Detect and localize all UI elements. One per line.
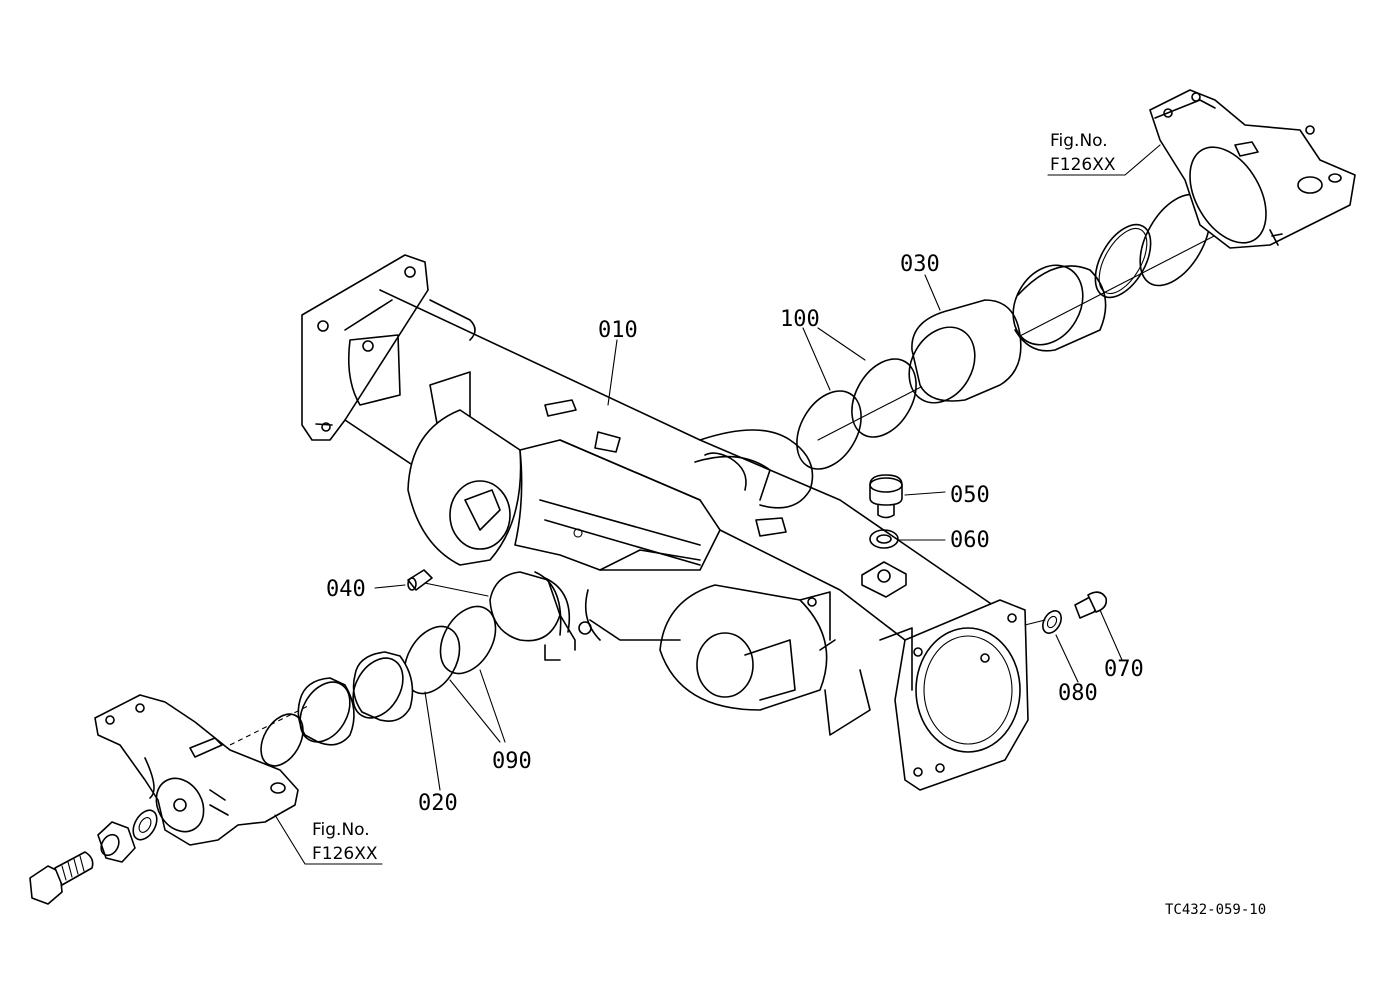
figure-ref-number: F126XX bbox=[312, 844, 378, 864]
figure-ref-label: Fig.No. bbox=[312, 820, 370, 840]
part-label-090: 090 bbox=[492, 749, 532, 774]
plug-050 bbox=[869, 474, 946, 519]
part-label-030: 030 bbox=[900, 252, 940, 277]
knuckle-bolt bbox=[29, 851, 94, 905]
leader-010 bbox=[607, 339, 618, 406]
leader-020 bbox=[424, 691, 441, 791]
grease-nipple-040 bbox=[374, 569, 433, 591]
figure-ref-top-right: Fig.No. F126XX bbox=[1047, 131, 1161, 176]
leader-090 bbox=[449, 669, 506, 743]
washer-080 bbox=[1042, 610, 1079, 683]
o-rings-090 bbox=[403, 605, 497, 695]
bushing-020 bbox=[260, 651, 414, 767]
part-label-070: 070 bbox=[1104, 657, 1144, 682]
part-label-010: 010 bbox=[598, 318, 638, 343]
drawing-code: TC432-059-10 bbox=[1165, 902, 1266, 918]
knuckle-washer bbox=[132, 809, 158, 841]
part-label-020: 020 bbox=[418, 791, 458, 816]
figure-ref-number: F126XX bbox=[1050, 155, 1116, 175]
axle-housing bbox=[301, 254, 1029, 791]
o-rings-100 bbox=[796, 358, 917, 470]
knuckle-nut bbox=[97, 821, 136, 863]
leader-030 bbox=[924, 274, 941, 311]
steering-knuckle-bottom-left bbox=[94, 694, 299, 846]
bolt-070 bbox=[1074, 591, 1123, 661]
part-label-050: 050 bbox=[950, 483, 990, 508]
bushing-030 bbox=[908, 193, 1211, 404]
part-label-040: 040 bbox=[326, 577, 366, 602]
leader-100 bbox=[802, 327, 866, 391]
figure-ref-label: Fig.No. bbox=[1050, 131, 1108, 151]
figure-ref-bottom-left: Fig.No. F126XX bbox=[274, 814, 383, 865]
part-label-080: 080 bbox=[1058, 681, 1098, 706]
part-label-060: 060 bbox=[950, 528, 990, 553]
washer-060 bbox=[869, 529, 946, 549]
steering-knuckle-top-right bbox=[1149, 89, 1356, 249]
part-label-100: 100 bbox=[780, 307, 820, 332]
